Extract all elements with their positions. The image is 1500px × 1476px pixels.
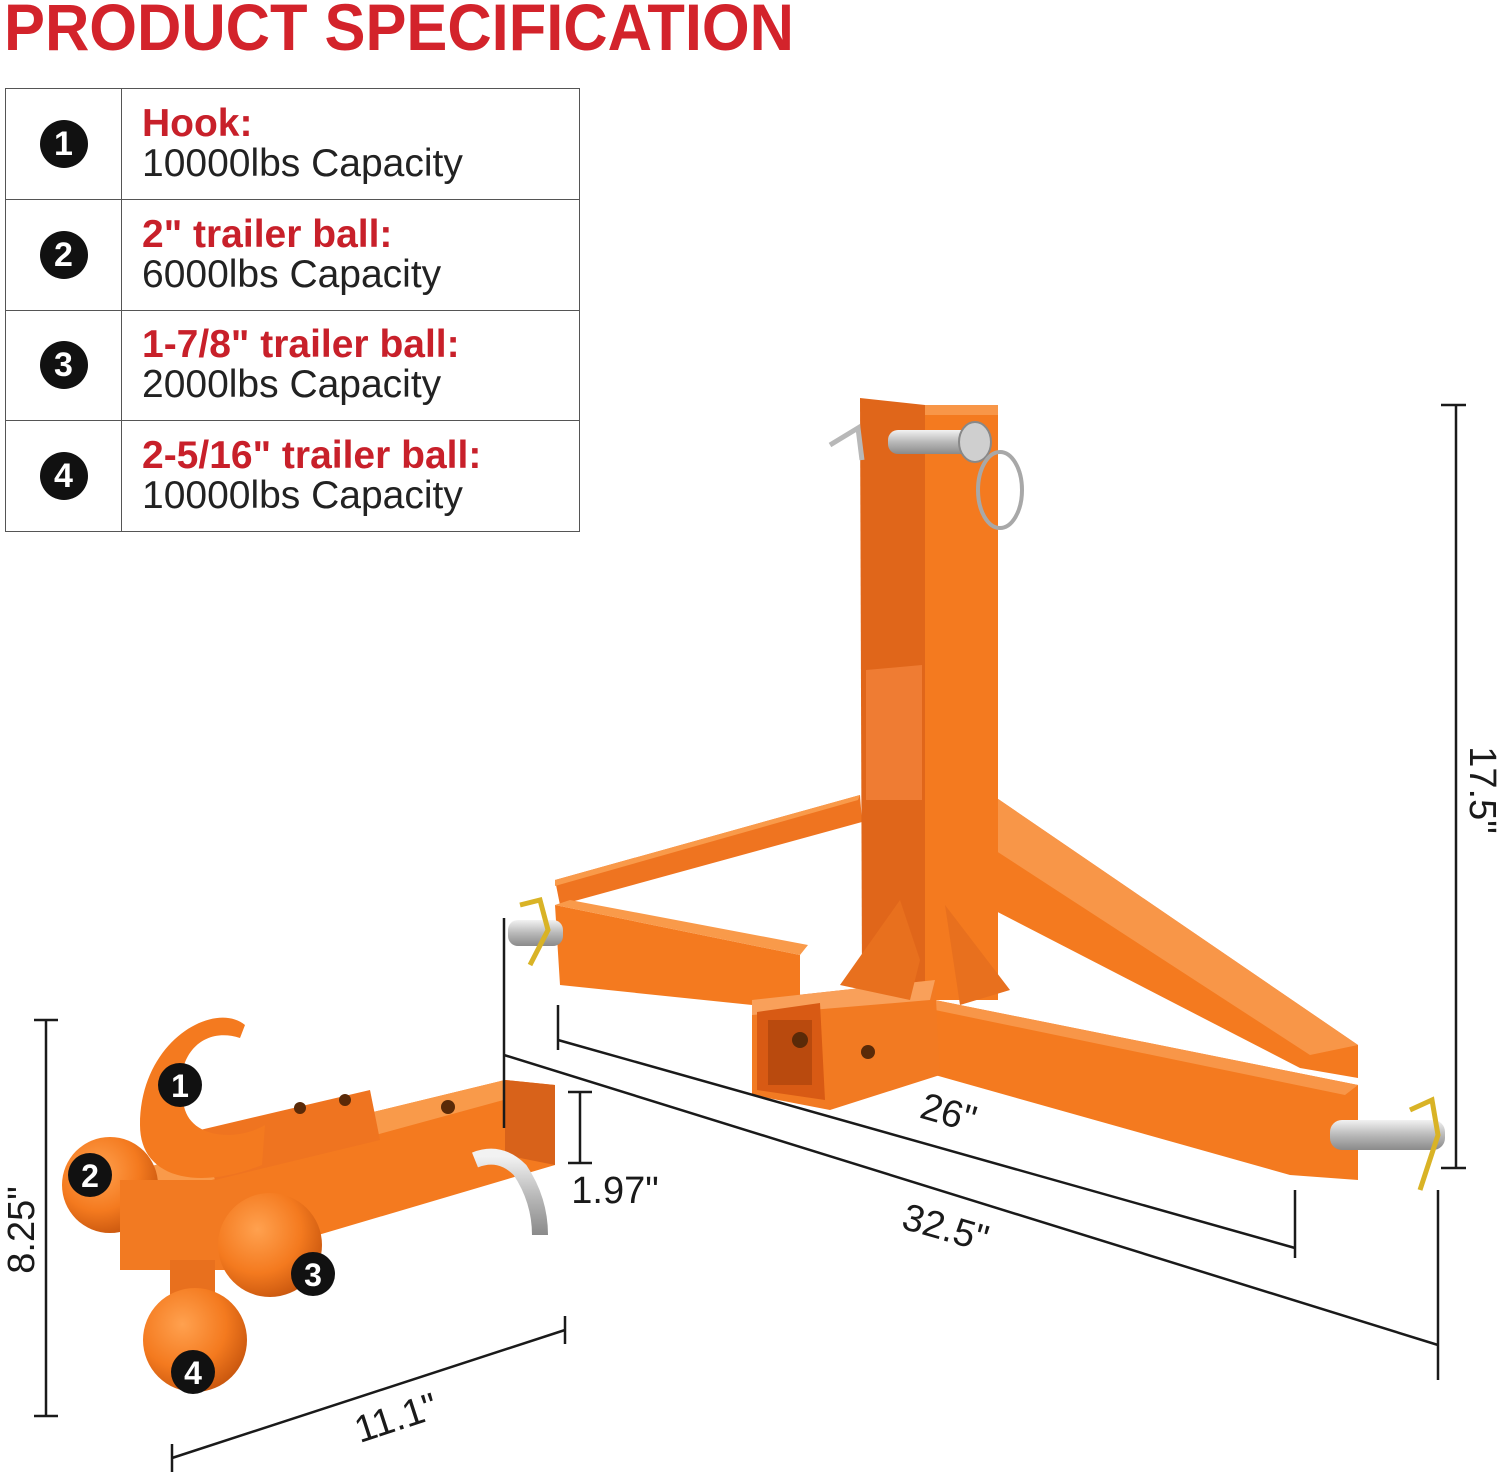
inner-width-dimension-label: 26"	[916, 1086, 981, 1142]
badge-4: 4	[184, 1355, 202, 1391]
spec-table: 1 Hook: 10000lbs Capacity 2 2" trailer b…	[5, 88, 580, 532]
spec-row: 3 1-7/8" trailer ball: 2000lbs Capacity	[5, 309, 580, 422]
spec-row: 4 2-5/16" trailer ball: 10000lbs Capacit…	[5, 420, 580, 532]
hitch-height-dimension-label: 8.25"	[1, 1186, 43, 1273]
height-dimension-label: 17.5"	[1461, 746, 1500, 833]
top-pin	[828, 421, 1024, 530]
badge-1: 1	[171, 1068, 189, 1104]
left-lower-pin	[508, 896, 563, 967]
spec-name: Hook:	[142, 101, 253, 145]
dimension-lines	[34, 403, 1466, 1472]
spec-name: 2" trailer ball:	[142, 212, 393, 256]
number-badge: 3	[39, 341, 88, 390]
right-lower-pin	[1330, 1096, 1445, 1191]
badge-2: 2	[81, 1158, 99, 1194]
hitch-number-badges: 1 2 3 4	[68, 1063, 335, 1394]
outer-width-dimension-label: 32.5"	[897, 1196, 993, 1260]
number-badge: 4	[39, 452, 88, 501]
receiver-dimension-label: 1.97"	[571, 1170, 658, 1212]
spec-name: 2-5/16" trailer ball:	[142, 434, 482, 478]
spec-row: 1 Hook: 10000lbs Capacity	[5, 88, 580, 200]
number-badge: 1	[39, 119, 88, 168]
tri-ball-hitch	[62, 1017, 555, 1392]
spec-row: 2 2" trailer ball: 6000lbs Capacity	[5, 198, 580, 311]
badge-3: 3	[304, 1257, 322, 1293]
three-point-hitch-frame	[555, 398, 1358, 1180]
spec-name: 1-7/8" trailer ball:	[142, 323, 460, 367]
spec-capacity: 2000lbs Capacity	[142, 363, 442, 407]
spec-capacity: 6000lbs Capacity	[142, 252, 442, 296]
number-badge: 2	[39, 230, 88, 279]
spec-capacity: 10000lbs Capacity	[142, 141, 463, 185]
page-title: PRODUCT SPECIFICATION	[4, 0, 795, 64]
spec-capacity: 10000lbs Capacity	[142, 474, 463, 518]
